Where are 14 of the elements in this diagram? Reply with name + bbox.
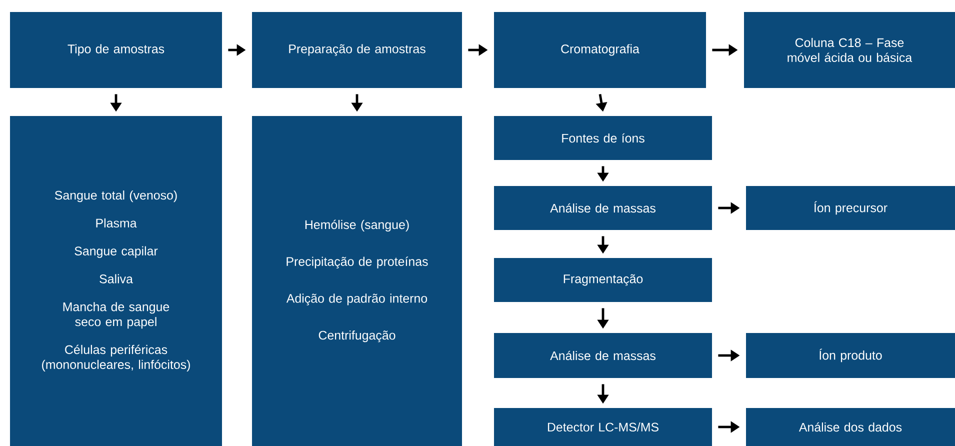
process-box: Hemólise (sangue) Precipitação de proteínas Adição de padrão interno Centrifugação	[252, 116, 462, 446]
process-box: Íon precursor	[746, 186, 955, 230]
process-box: Cromatografia	[494, 12, 706, 88]
process-box: Análise de massas	[494, 186, 712, 230]
process-box: Análise dos dados	[746, 408, 955, 446]
process-box: Coluna C18 – Fase móvel ácida ou básica	[744, 12, 955, 88]
process-box: Fragmentação	[494, 258, 712, 302]
process-box: Preparação de amostras	[252, 12, 462, 88]
process-box: Sangue total (venoso) Plasma Sangue capilar Saliva Mancha de sangue seco em papel Células periféricas (mononucleares, linfócitos)	[10, 116, 222, 446]
process-box: Análise de massas	[494, 332, 712, 378]
process-box: Íon produto	[746, 332, 955, 378]
process-box: Detector LC-MS/MS	[494, 408, 712, 446]
process-box: Tipo de amostras	[10, 12, 222, 88]
process-box: Fontes de íons	[494, 116, 712, 160]
